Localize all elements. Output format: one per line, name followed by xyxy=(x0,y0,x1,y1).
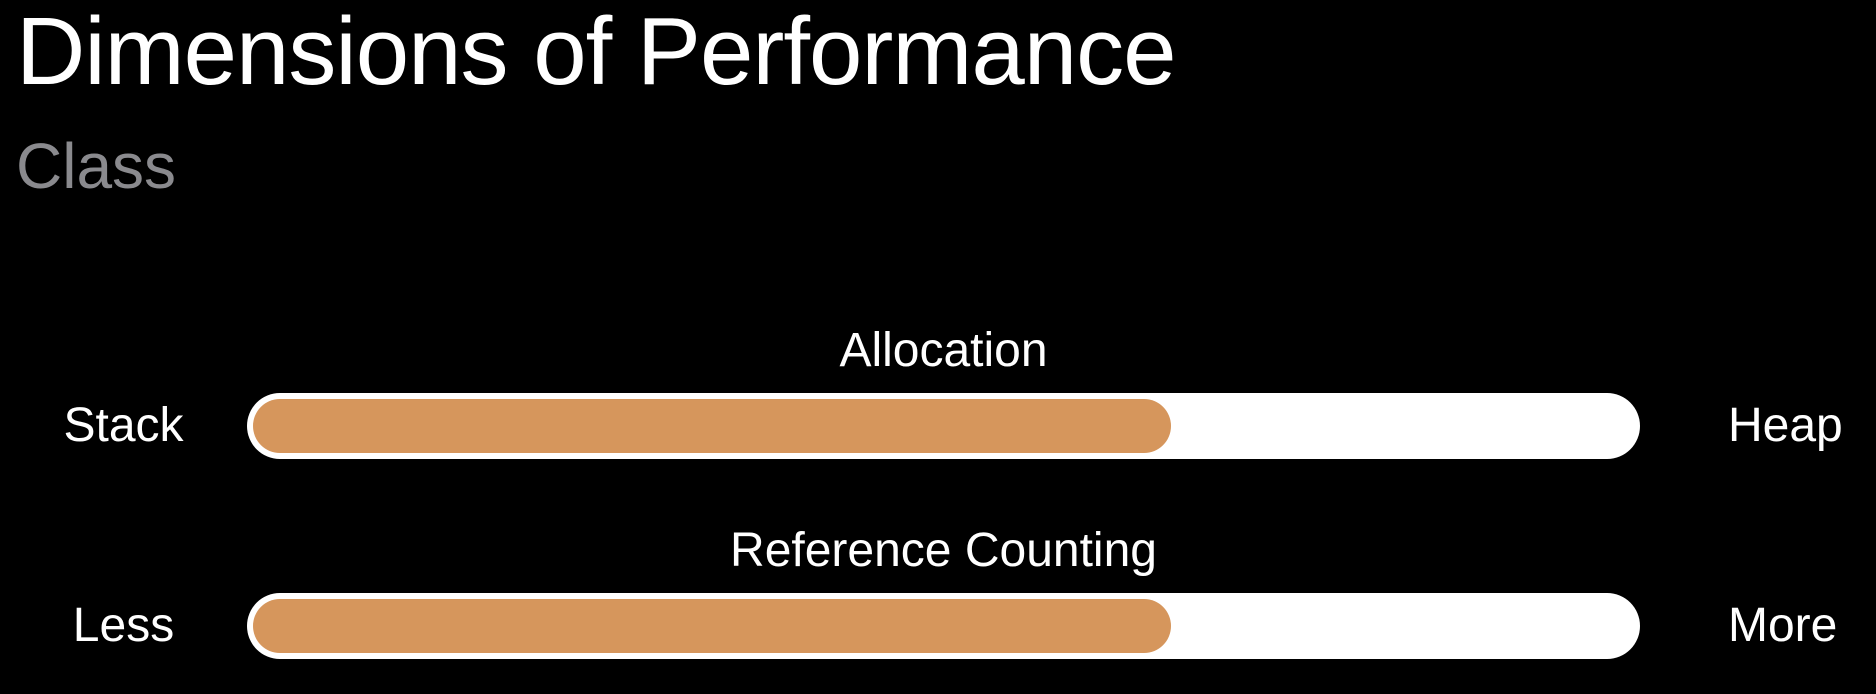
gauge-title-allocation: Allocation xyxy=(839,324,1048,377)
gauge-track-allocation xyxy=(247,393,1640,459)
gauge-left-label-stack: Stack xyxy=(63,399,184,452)
gauge-left-label-less: Less xyxy=(72,599,175,652)
gauge-fill-reference-counting xyxy=(253,599,1172,653)
gauge-right-label-more: More xyxy=(1728,599,1838,652)
gauge-fill-allocation xyxy=(253,399,1172,453)
gauge-track-reference-counting xyxy=(247,593,1640,659)
gauge-title-reference-counting: Reference Counting xyxy=(730,524,1157,577)
slide-subtitle: Class xyxy=(16,130,177,202)
slide-title: Dimensions of Performance xyxy=(16,0,1176,105)
gauge-right-label-heap: Heap xyxy=(1728,399,1843,452)
